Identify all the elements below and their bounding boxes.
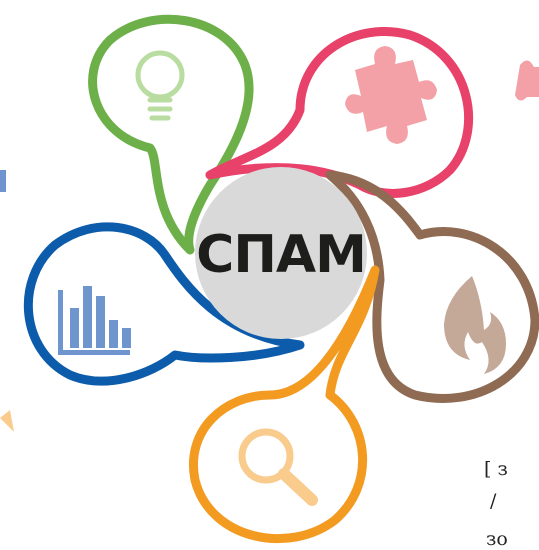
- center-node: СПАМ: [195, 167, 367, 339]
- petal-idea: [88, 14, 254, 255]
- edge-fragment-right-puzzle-icon: [515, 60, 539, 101]
- edge-fragment-left-icon: [0, 170, 6, 192]
- petal-fire: [325, 170, 539, 403]
- edge-text-line3: зо: [486, 528, 508, 550]
- petal-search: [189, 265, 380, 544]
- center-label: СПАМ: [196, 225, 366, 285]
- edge-text-line1: [ з: [484, 458, 508, 480]
- lightbulb-icon: [135, 50, 185, 121]
- puzzle-icon: [345, 46, 437, 144]
- magnifier-icon: [238, 428, 318, 506]
- edge-text-line2: /: [490, 490, 497, 512]
- flame-icon: [444, 276, 506, 374]
- edge-fragment-left-accent: [0, 410, 14, 432]
- bar-chart-icon: [58, 286, 131, 355]
- petal-chart: [23, 222, 305, 386]
